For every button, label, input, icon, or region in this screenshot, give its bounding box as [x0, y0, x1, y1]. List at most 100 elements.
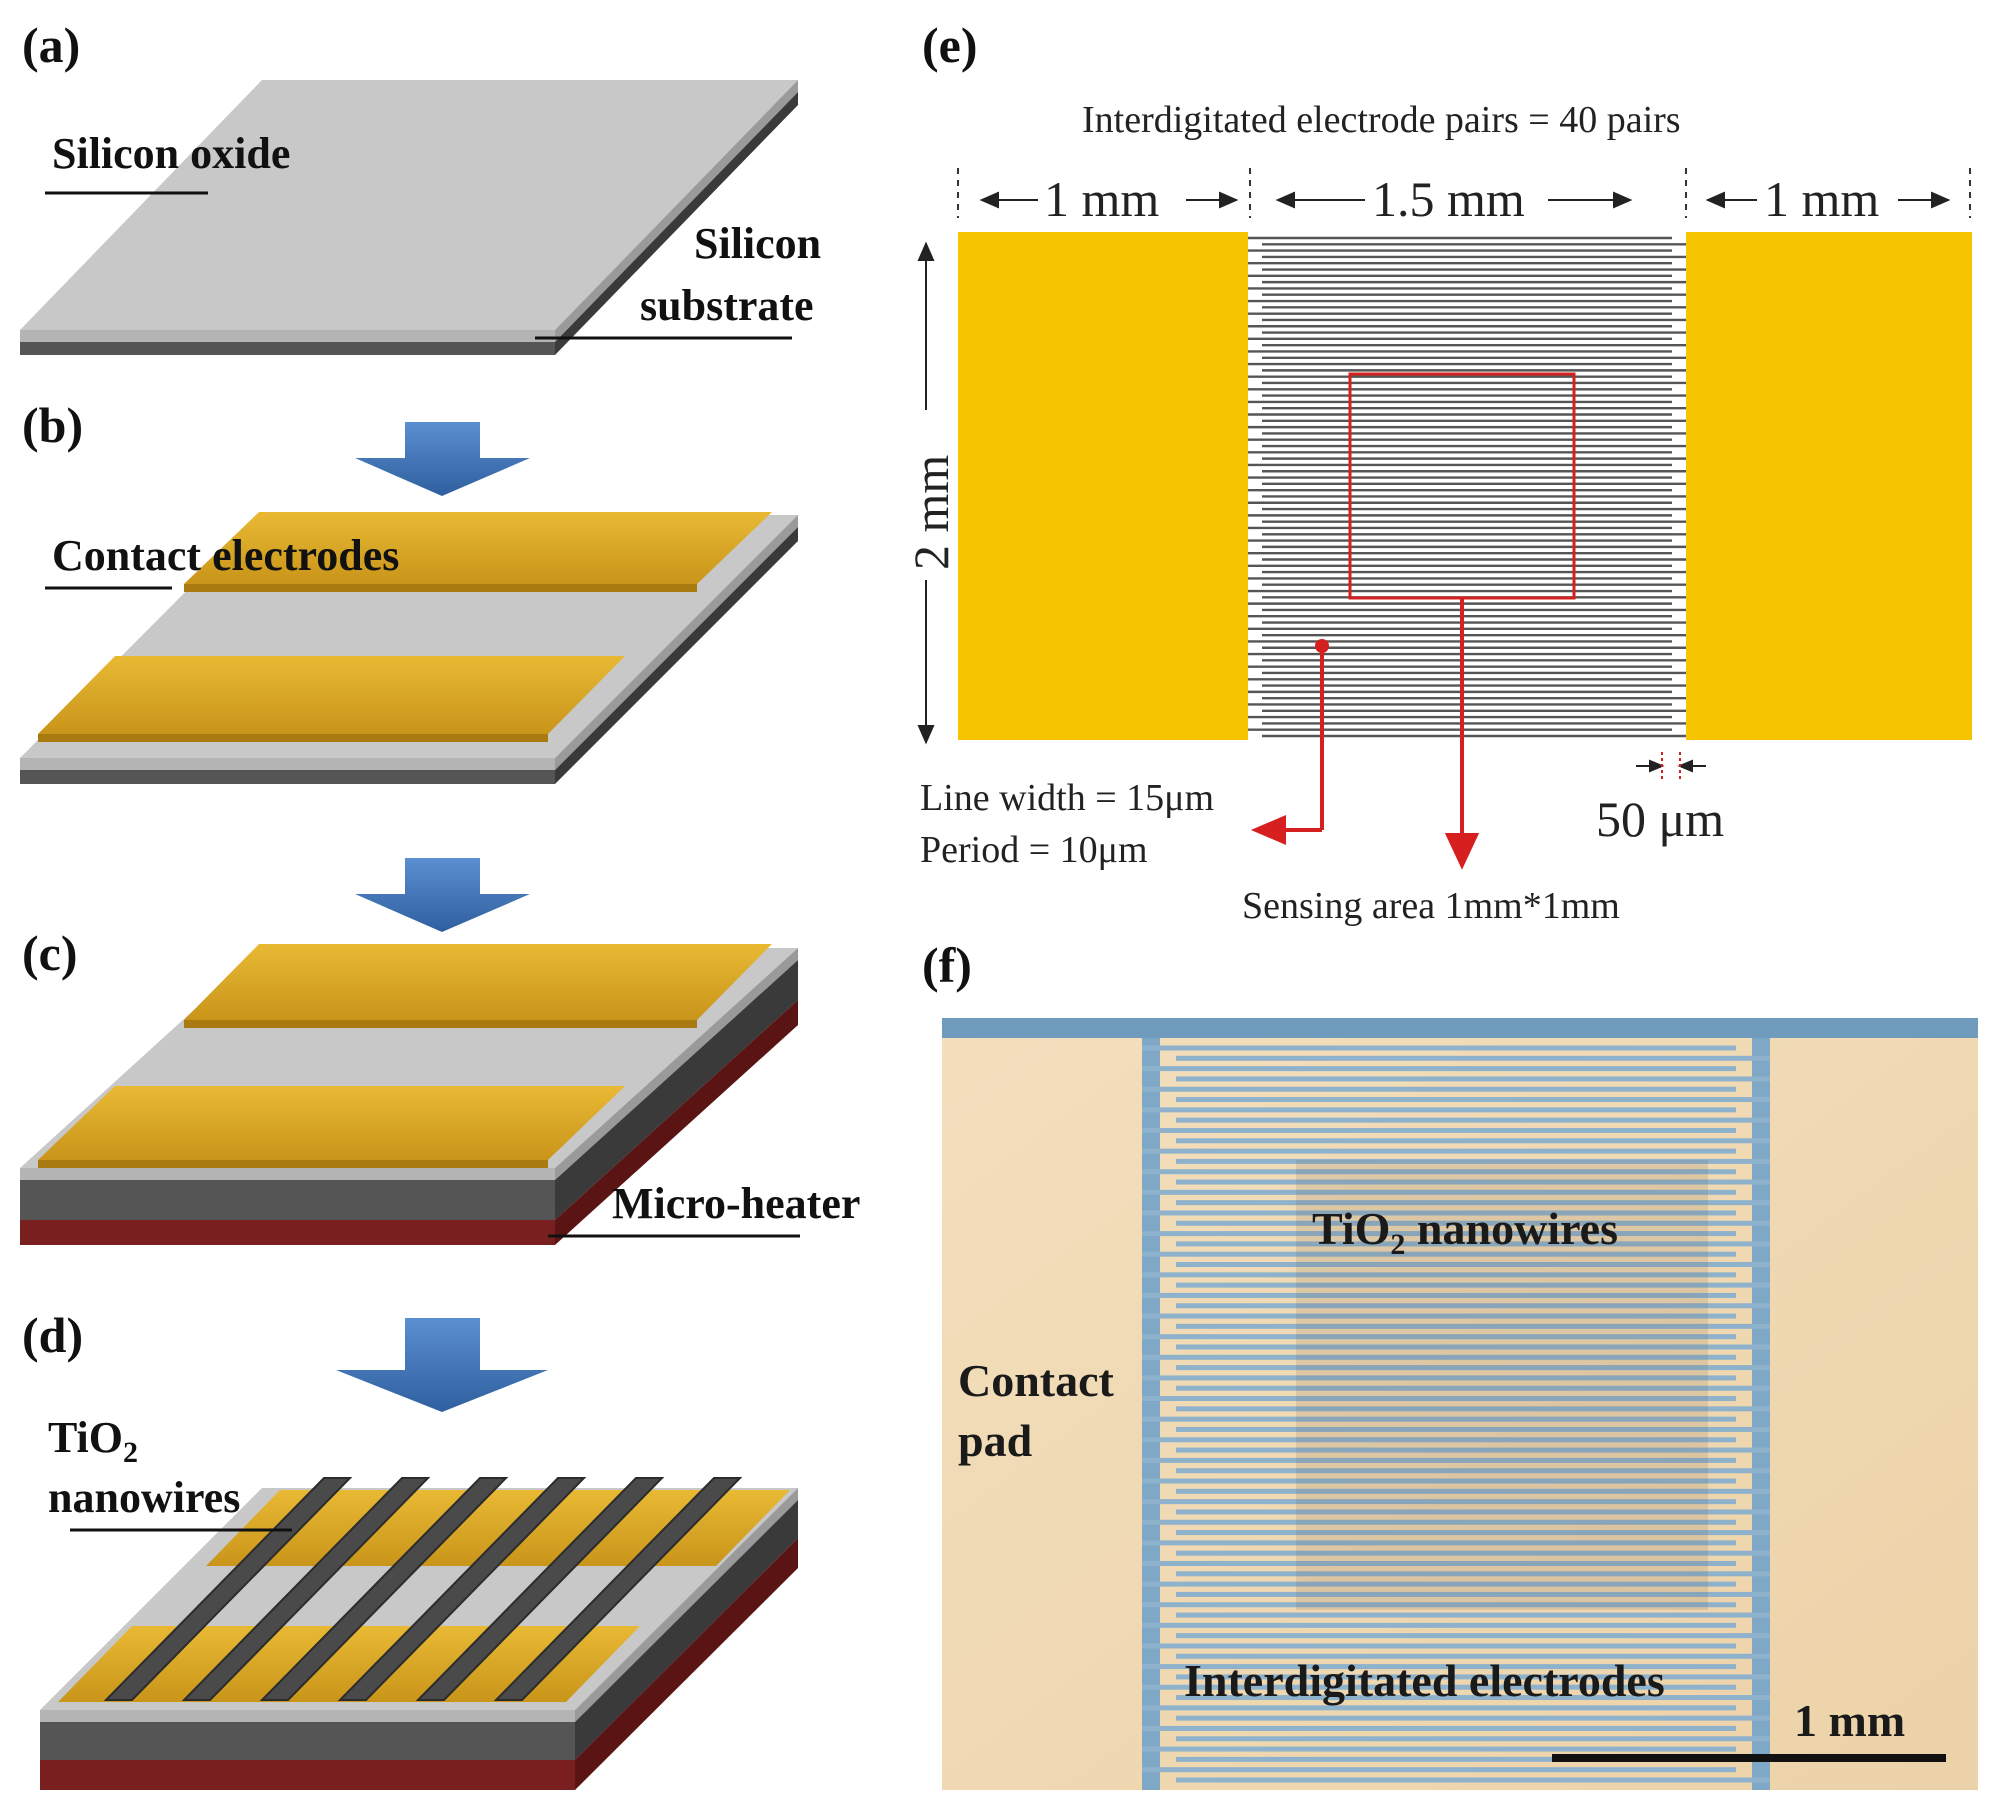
substrate-side-d	[575, 1500, 798, 1760]
f-interdigitated-label: Interdigitated electrodes	[1184, 1655, 1665, 1706]
e-dim-right: 1 mm	[1764, 171, 1879, 227]
f-micrograph-background	[942, 1018, 1978, 1790]
panel-label-e: (e)	[922, 17, 978, 73]
process-arrow-1	[355, 422, 530, 496]
e-gap-label: 50 μm	[1596, 791, 1724, 847]
f-tio2-label: TiO2 nanowires	[1312, 1203, 1618, 1261]
f-finger	[1142, 1251, 1736, 1257]
tio2-nanowire-bars	[103, 1477, 743, 1701]
nanowire-bar	[337, 1477, 587, 1701]
substrate-front-c	[20, 1180, 555, 1220]
f-finger	[1142, 1169, 1736, 1175]
contact-electrode-front-edge	[38, 734, 548, 742]
label-micro-heater: Micro-heater	[612, 1179, 860, 1228]
nanowire-bar	[181, 1477, 431, 1701]
f-finger	[1176, 1323, 1770, 1329]
e-dim-left: 1 mm	[1044, 171, 1159, 227]
panel-b: (b) Contact electrodes	[20, 397, 798, 784]
panel-label-a: (a)	[22, 17, 80, 73]
f-finger	[1142, 1705, 1736, 1711]
process-arrow-3	[336, 1318, 548, 1412]
panel-label-b: (b)	[22, 397, 83, 453]
micro-heater-front	[20, 1220, 555, 1245]
f-finger	[1176, 1447, 1770, 1453]
contact-electrode-back-edge-c	[184, 1020, 697, 1028]
f-contact-label: Contact	[958, 1355, 1115, 1406]
micro-heater-front-d	[40, 1760, 575, 1790]
f-finger	[1142, 1375, 1736, 1381]
contact-electrode-back-edge	[184, 584, 697, 592]
substrate-side	[555, 92, 798, 355]
f-finger	[1142, 1189, 1736, 1195]
f-finger	[1176, 1468, 1770, 1474]
f-finger	[1142, 1107, 1736, 1113]
f-finger	[1142, 1396, 1736, 1402]
oxide-front-edge-d	[40, 1710, 575, 1722]
f-finger	[1176, 1282, 1770, 1288]
f-finger	[1176, 1488, 1770, 1494]
f-finger	[1176, 1344, 1770, 1350]
f-finger	[1176, 1426, 1770, 1432]
substrate-front-b	[20, 770, 555, 784]
f-right-rail	[1752, 1038, 1770, 1790]
f-finger	[1176, 1158, 1770, 1164]
f-finger	[1176, 1633, 1770, 1639]
panel-c: (c) Micro-heater	[20, 925, 860, 1245]
panel-label-d: (d)	[22, 1307, 83, 1363]
f-finger	[1142, 1210, 1736, 1216]
f-finger	[1142, 1334, 1736, 1340]
f-finger	[1176, 1653, 1770, 1659]
f-scale-label: 1 mm	[1794, 1695, 1905, 1746]
f-finger	[1142, 1499, 1736, 1505]
f-finger	[1176, 1179, 1770, 1185]
f-finger	[1176, 1406, 1770, 1412]
nanowire-bar	[259, 1477, 509, 1701]
substrate-front-d	[40, 1722, 575, 1760]
f-finger	[1142, 1725, 1736, 1731]
e-dimension-arrows	[979, 191, 1951, 209]
f-finger	[1142, 1045, 1736, 1051]
label-contact-electrodes: Contact electrodes	[52, 531, 399, 580]
f-finger	[1176, 1241, 1770, 1247]
f-interdigitated-fingers	[1142, 1045, 1770, 1783]
f-finger	[1142, 1643, 1736, 1649]
f-finger	[1142, 1292, 1736, 1298]
f-finger	[1176, 1220, 1770, 1226]
substrate-front	[20, 342, 555, 355]
micro-heater-side	[555, 1000, 798, 1245]
contact-electrode-back	[184, 512, 772, 584]
f-finger	[1142, 1086, 1736, 1092]
contact-electrode-front	[38, 656, 625, 734]
e-dim-middle: 1.5 mm	[1372, 171, 1525, 227]
f-finger	[1176, 1117, 1770, 1123]
f-finger	[1142, 1560, 1736, 1566]
f-finger	[1176, 1262, 1770, 1268]
f-finger	[1176, 1674, 1770, 1680]
oxide-side-edge-d	[575, 1488, 798, 1722]
f-finger	[1142, 1272, 1736, 1278]
f-finger	[1142, 1540, 1736, 1546]
f-finger	[1176, 1200, 1770, 1206]
oxide-front-edge-b	[20, 758, 555, 770]
e-gap-marker	[1636, 752, 1706, 780]
panel-d: (d) TiO2 nanowires	[22, 1307, 798, 1790]
f-finger	[1176, 1055, 1770, 1061]
f-finger	[1176, 1365, 1770, 1371]
e-height-arrow	[917, 241, 935, 745]
f-finger	[1176, 1715, 1770, 1721]
f-finger	[1176, 1756, 1770, 1762]
contact-electrode-back-c	[184, 944, 772, 1020]
label-d-nanowires: nanowires	[48, 1473, 240, 1522]
nanowire-bar	[103, 1477, 353, 1701]
f-finger	[1142, 1684, 1736, 1690]
panel-label-c: (c)	[22, 925, 78, 981]
contact-electrode-front-edge-c	[38, 1160, 548, 1168]
label-d-tio2: TiO2	[48, 1413, 138, 1469]
panel-f: (f) TiO2 nanowires Contact pad Interdigi…	[922, 937, 1978, 1790]
f-finger	[1176, 1097, 1770, 1103]
panel-label-f: (f)	[922, 937, 972, 993]
f-pad-label: pad	[958, 1415, 1033, 1466]
f-finger	[1142, 1767, 1736, 1773]
panel-e: (e) Interdigitated electrode pairs = 40 …	[903, 17, 1972, 927]
